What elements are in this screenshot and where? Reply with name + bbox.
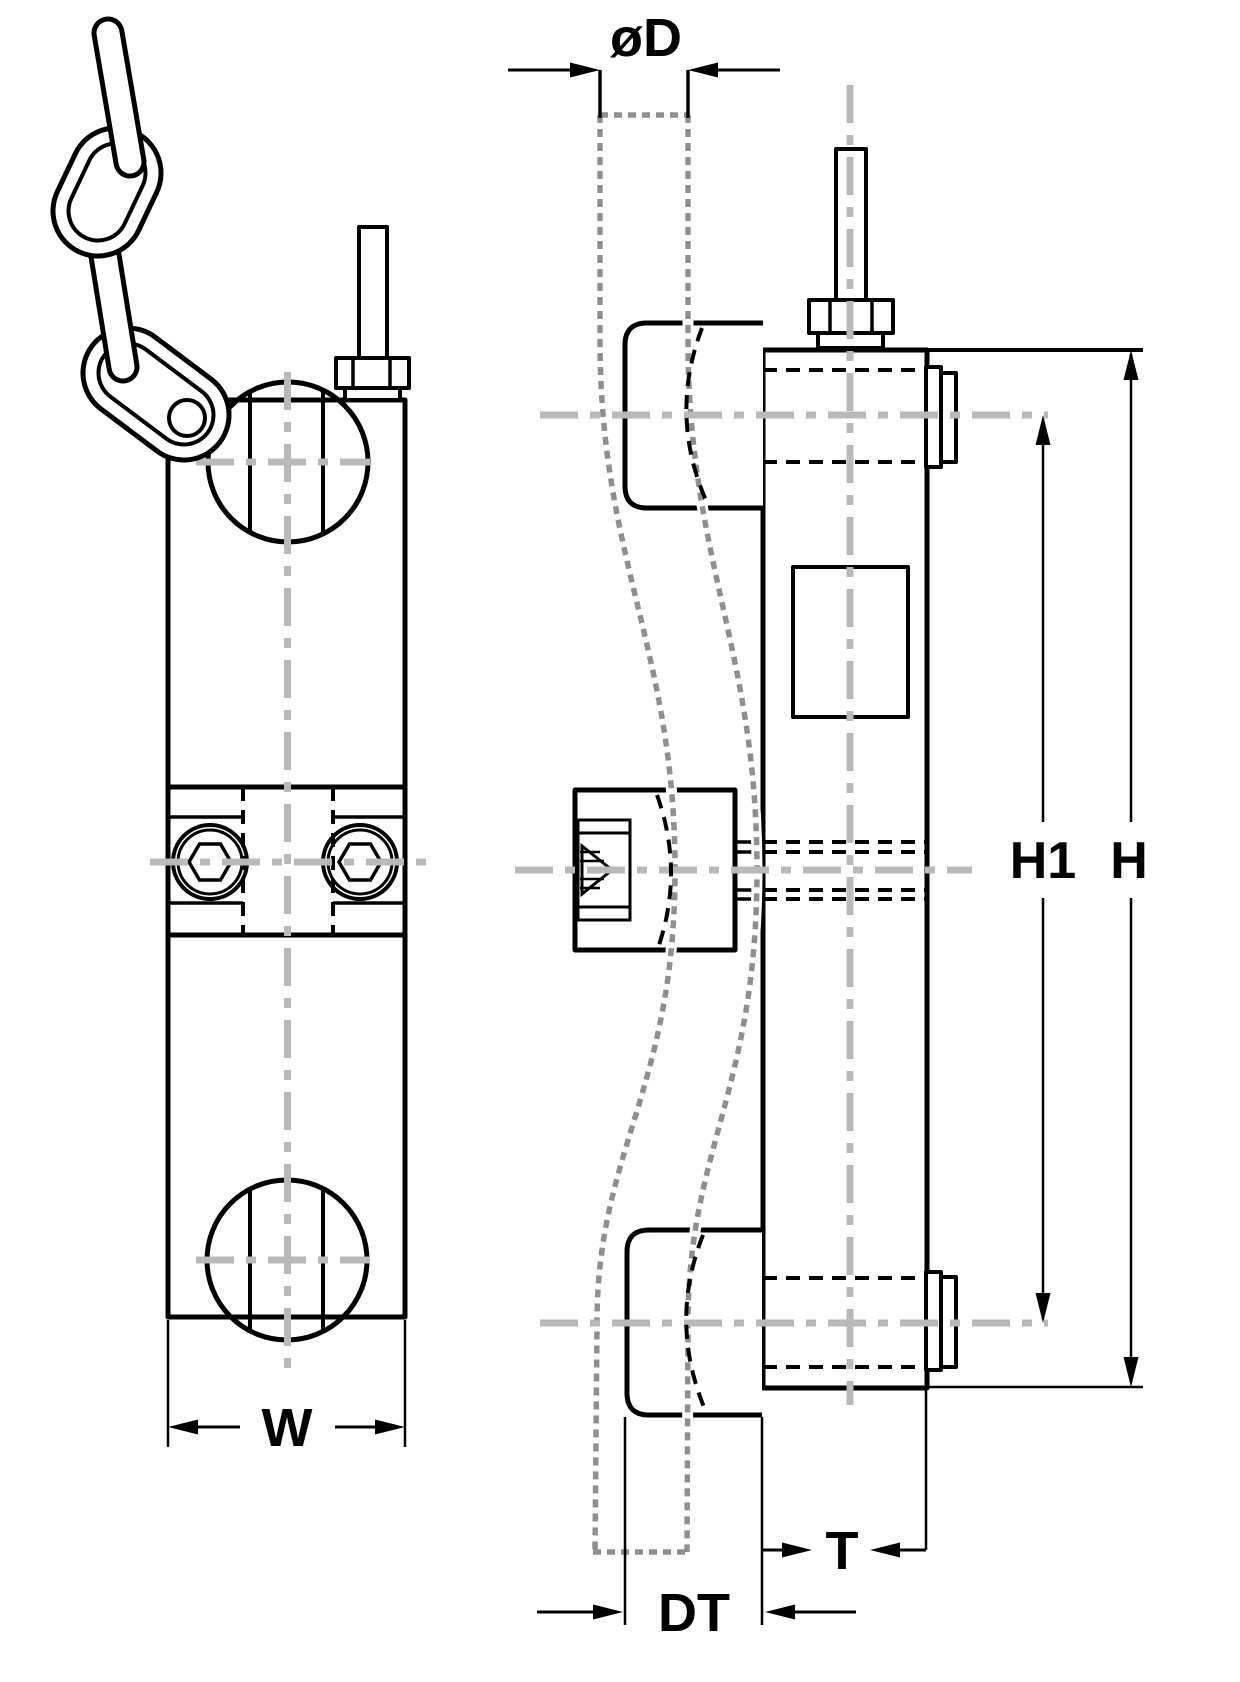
dimension-label-T: T: [826, 1521, 859, 1581]
dimension-H: H: [927, 348, 1148, 1389]
dimension-T: T: [760, 1390, 928, 1625]
front-view: W: [50, 16, 428, 1458]
chain-link-capsule-top: [91, 16, 147, 179]
hook-hidden-arcs: [655, 327, 710, 1413]
hidden-hole-lines: [763, 368, 926, 1369]
front-centerlines: [150, 372, 428, 1368]
dimension-label-H: H: [1110, 832, 1148, 890]
dimension-label-W: W: [262, 1398, 313, 1458]
side-view: øD H1 H T: [508, 8, 1148, 1643]
chain-link-ring-lower: [80, 325, 232, 463]
dimension-oD: øD: [508, 8, 780, 118]
chain-link-ring-upper: [50, 125, 164, 259]
chain-pin-hole: [167, 398, 207, 438]
dimension-W: W: [166, 1320, 407, 1458]
dimension-H1: H1: [1010, 415, 1076, 1323]
dimension-label-H1: H1: [1010, 832, 1076, 890]
dimension-label-oD: øD: [610, 8, 682, 68]
side-top-bolt: [807, 147, 895, 350]
set-screw-tip: [580, 842, 615, 898]
front-top-bolt: [334, 225, 411, 402]
side-centerlines: [515, 85, 1048, 1405]
dimension-label-DT: DT: [658, 1583, 730, 1643]
chain-link-capsule-mid: [85, 220, 140, 384]
middle-screw-lines: [735, 840, 926, 901]
dimension-DT: DT: [537, 1417, 856, 1643]
chain: [50, 16, 232, 463]
